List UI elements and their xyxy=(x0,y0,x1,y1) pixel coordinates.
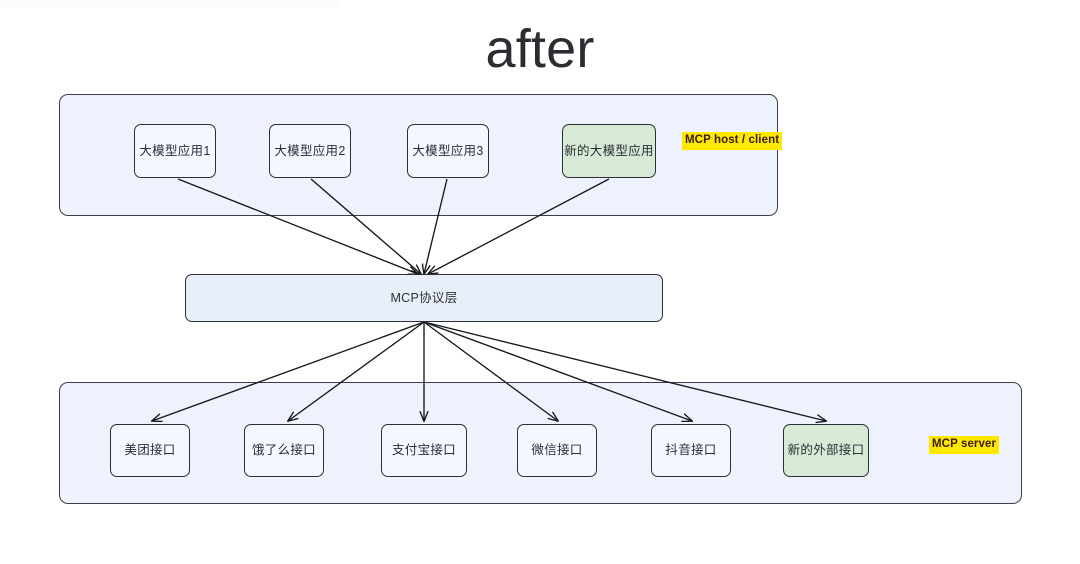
node-llm-app-1[interactable]: 大模型应用1 xyxy=(134,124,216,178)
node-label: 微信接口 xyxy=(531,443,583,457)
mcp-server-tag: MCP server xyxy=(929,436,1000,454)
node-new-external-api[interactable]: 新的外部接口 xyxy=(783,424,869,477)
node-label: 美团接口 xyxy=(124,443,176,457)
node-label: 饿了么接口 xyxy=(251,443,316,457)
node-label: 支付宝接口 xyxy=(391,443,456,457)
top-edge-strip xyxy=(0,0,340,7)
node-mcp-protocol-layer[interactable]: MCP协议层 xyxy=(185,274,663,322)
node-label: MCP协议层 xyxy=(390,290,458,305)
node-douyin-api[interactable]: 抖音接口 xyxy=(651,424,731,477)
node-label: 新的大模型应用 xyxy=(564,143,654,158)
page-title: after xyxy=(485,19,595,79)
node-label: 新的外部接口 xyxy=(787,443,865,457)
node-alipay-api[interactable]: 支付宝接口 xyxy=(381,424,467,477)
node-label: 抖音接口 xyxy=(665,443,717,457)
node-meituan-api[interactable]: 美团接口 xyxy=(110,424,190,477)
mcp-host-client-tag: MCP host / client xyxy=(682,132,783,150)
node-label: 大模型应用3 xyxy=(412,143,484,158)
node-new-llm-app[interactable]: 新的大模型应用 xyxy=(562,124,656,178)
node-eleme-api[interactable]: 饿了么接口 xyxy=(244,424,324,477)
node-llm-app-2[interactable]: 大模型应用2 xyxy=(269,124,351,178)
node-llm-app-3[interactable]: 大模型应用3 xyxy=(407,124,489,178)
node-wechat-api[interactable]: 微信接口 xyxy=(517,424,597,477)
node-label: 大模型应用1 xyxy=(139,143,211,158)
node-label: 大模型应用2 xyxy=(274,143,346,158)
